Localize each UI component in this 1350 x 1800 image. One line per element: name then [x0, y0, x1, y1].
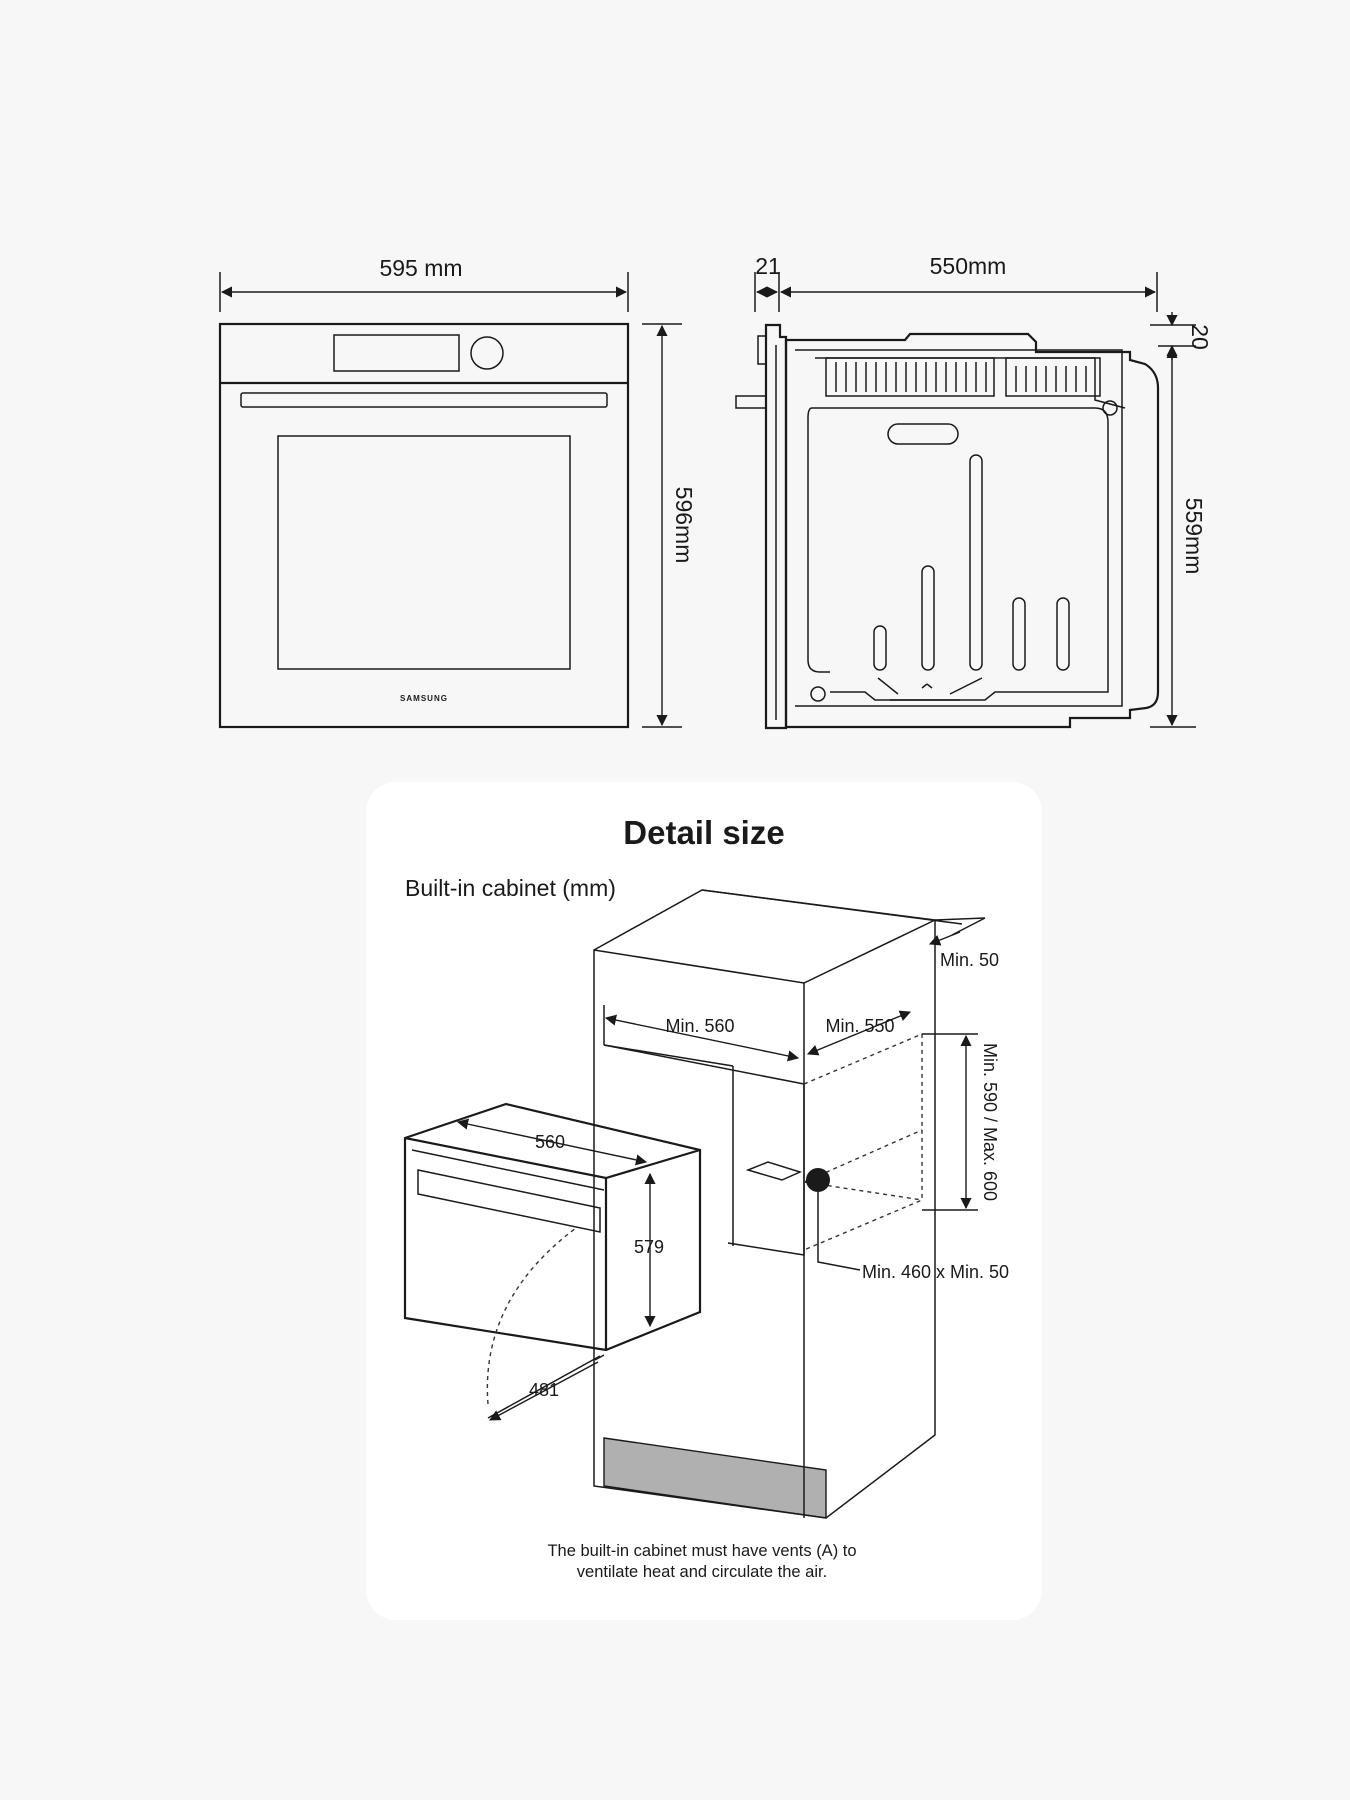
- oven-window: [277, 435, 571, 670]
- door-swing-label: 481: [529, 1380, 559, 1400]
- side-door-label: 21: [755, 253, 781, 279]
- detail-title: Detail size: [623, 814, 784, 851]
- oven-height-label: 579: [634, 1237, 664, 1257]
- note-line-1: The built-in cabinet must have vents (A)…: [547, 1542, 856, 1560]
- door-swing-dim-line: [489, 1361, 599, 1421]
- min-50-label: Min. 50: [940, 950, 999, 970]
- front-height-label: 596mm: [671, 487, 697, 564]
- front-width-label: 595 mm: [379, 255, 462, 281]
- note-line-2: ventilate heat and circulate the air.: [577, 1563, 827, 1581]
- side-depth-label: 550mm: [930, 253, 1007, 279]
- oven-box: [403, 1102, 702, 1352]
- oven-width-dim-line: [456, 1118, 648, 1166]
- min-550-label: Min. 550: [825, 1016, 894, 1036]
- detail-panel: [366, 782, 1042, 1620]
- detail-subtitle: Built-in cabinet (mm): [405, 875, 616, 901]
- side-top-label: 20: [1187, 324, 1213, 350]
- side-view: 21 550mm: [735, 253, 1213, 730]
- vent-marker: [806, 1168, 830, 1192]
- side-height-label: 559mm: [1181, 498, 1207, 575]
- control-knob-icon: [470, 336, 504, 370]
- brand-logo: SAMSUNG: [400, 694, 448, 703]
- oven-side-body: [784, 332, 1160, 729]
- min-560-label: Min. 560: [665, 1016, 734, 1036]
- control-display: [333, 334, 460, 372]
- min-560-dim-line: [604, 1014, 800, 1062]
- oven-illustration: 560 579 481: [403, 1102, 702, 1421]
- oven-side-door: [764, 323, 788, 730]
- cabinet-illustration: A Min. 50 Min. 560 Min. 550 Min. 590 / M…: [593, 889, 1009, 1519]
- vent-size-label: Min. 460 x Min. 50: [862, 1262, 1009, 1282]
- min-550-dim-line: [806, 1010, 912, 1056]
- oven-front-outline: [218, 322, 630, 729]
- oven-width-label: 560: [535, 1132, 565, 1152]
- front-view: 595 mm SAMSUNG 596mm: [218, 255, 697, 729]
- side-handle-slot: [887, 423, 959, 445]
- door-handle: [240, 392, 608, 408]
- height-range-label: Min. 590 / Max. 600: [980, 1043, 1000, 1201]
- vent-marker-label: A: [813, 1173, 824, 1190]
